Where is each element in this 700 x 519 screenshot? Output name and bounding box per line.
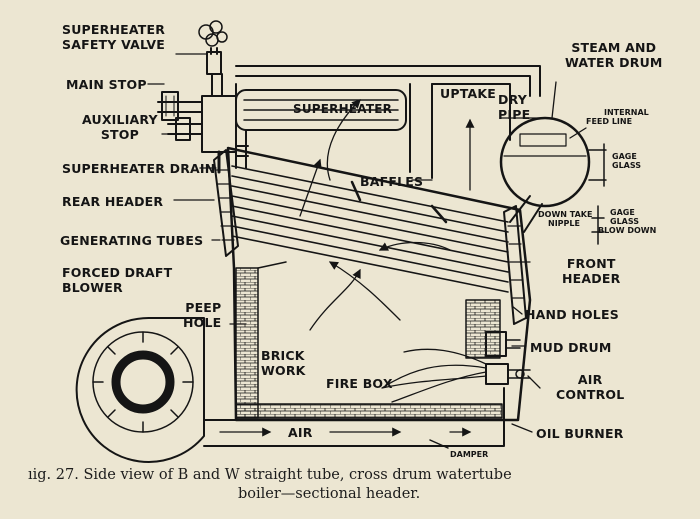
brick-work-label: BRICK WORK bbox=[261, 348, 306, 378]
air-control-label: AIR CONTROL bbox=[556, 372, 625, 402]
mud-drum bbox=[485, 331, 521, 357]
brickwork bbox=[235, 261, 503, 419]
dry-pipe-label: DRY PIPE bbox=[498, 92, 531, 122]
damper-label: DAMPER bbox=[450, 450, 489, 459]
forced-draft-blower-label: FORCED DRAFT BLOWER bbox=[62, 265, 173, 295]
main-stop-label: MAIN STOP bbox=[66, 77, 147, 92]
generating-tubes bbox=[231, 165, 509, 293]
safety-valve bbox=[206, 47, 222, 75]
burner-flame bbox=[381, 348, 487, 403]
air-duct-label: AIR bbox=[288, 425, 313, 440]
superheater-label: SUPERHEATER bbox=[293, 102, 393, 116]
fire-box-label: FIRE BOX bbox=[326, 376, 393, 391]
baffles-label: BAFFLES bbox=[360, 174, 424, 189]
hand-holes-label: HAND HOLES bbox=[525, 307, 619, 322]
internal-feed-line-label: INTERNAL FEED LINE bbox=[586, 108, 649, 126]
air-duct bbox=[203, 387, 505, 449]
rear-header bbox=[213, 149, 239, 257]
forced-draft-blower bbox=[75, 316, 205, 463]
uptake-label: UPTAKE bbox=[440, 86, 496, 101]
superheater-safety-valve-label: SUPERHEATER SAFETY VALVE bbox=[62, 22, 166, 52]
steam-puff bbox=[198, 20, 228, 47]
oil-burner-label: OIL BURNER bbox=[536, 426, 624, 441]
down-take-nipple-label: DOWN TAKE NIPPLE bbox=[538, 210, 593, 228]
rear-header-label: REAR HEADER bbox=[62, 194, 164, 209]
peep-hole-label: PEEP HOLE bbox=[183, 300, 222, 330]
steam-and-water-drum-label: STEAM AND WATER DRUM bbox=[565, 40, 663, 70]
steam-water-drum bbox=[499, 116, 607, 233]
front-header-label: FRONT HEADER bbox=[562, 256, 621, 286]
mud-drum-label: MUD DRUM bbox=[530, 340, 612, 355]
gas-flow-arrows bbox=[299, 99, 475, 331]
blow-down-line bbox=[591, 205, 605, 245]
leader-lines bbox=[147, 53, 587, 433]
superheater-drain-label: SUPERHEATER DRAIN bbox=[62, 161, 216, 176]
steam-piping bbox=[157, 73, 249, 174]
caption-line-2: boiler—sectional header. bbox=[238, 486, 421, 502]
gage-glass-label: GAGE GLASS bbox=[612, 152, 642, 170]
front-header bbox=[503, 205, 527, 325]
figure-caption: ıig. 27. Side view of B and W straight t… bbox=[28, 466, 678, 504]
generating-tubes-label: GENERATING TUBES bbox=[60, 233, 204, 248]
gage-glass-blow-down-label: GAGE GLASS BLOW DOWN bbox=[598, 208, 657, 235]
top-steam-pipe bbox=[235, 65, 541, 97]
oil-burner bbox=[485, 363, 531, 385]
caption-line-1: ıig. 27. Side view of B and W straight t… bbox=[28, 467, 512, 483]
auxiliary-stop-label: AUXILIARY STOP bbox=[82, 112, 158, 142]
baffles bbox=[350, 180, 448, 224]
